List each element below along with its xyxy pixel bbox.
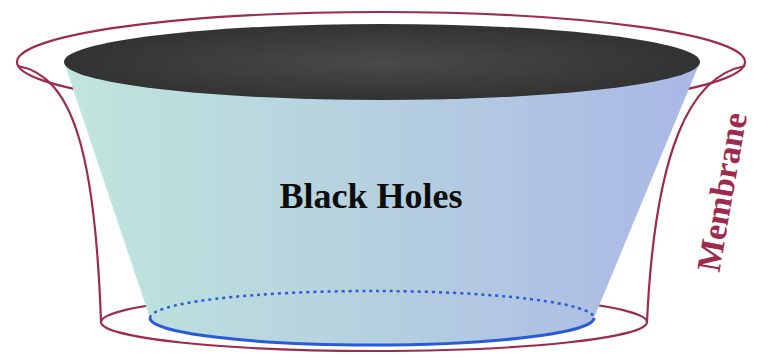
bottom-rim-back xyxy=(150,291,594,318)
black-hole-region: Black Holes xyxy=(60,18,708,356)
horizon-top xyxy=(64,24,700,100)
membrane-label: Membrane xyxy=(689,110,754,275)
membrane-lines xyxy=(17,12,745,351)
region-title: Black Holes xyxy=(279,175,462,217)
bottom-rim-front xyxy=(150,318,594,345)
cone-body xyxy=(64,62,700,345)
